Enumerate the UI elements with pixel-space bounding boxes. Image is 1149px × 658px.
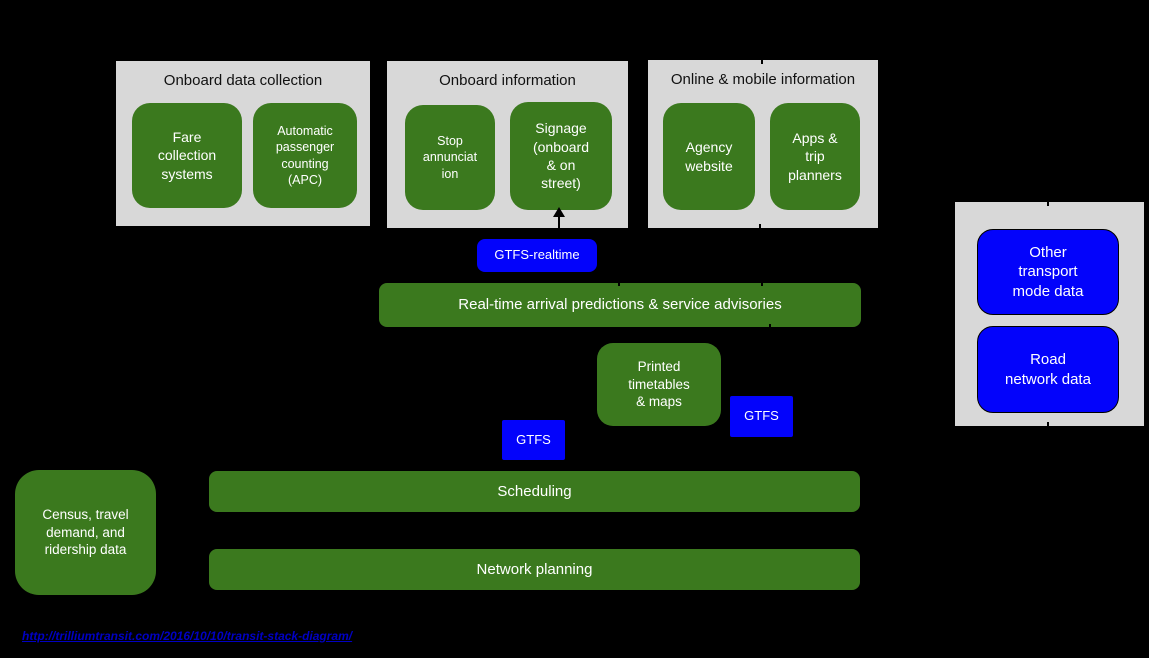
connector-stub <box>1047 202 1049 206</box>
node-automatic-passenger-counting: Automatic passenger counting (APC) <box>253 103 357 208</box>
node-road-network-data: Road network data <box>977 326 1119 413</box>
connector-stub <box>618 283 620 286</box>
connector-stub <box>761 60 763 64</box>
bar-network-planning: Network planning <box>209 549 860 590</box>
node-gtfs-right: GTFS <box>730 396 793 437</box>
arrow-line-gtfs-realtime-to-signage <box>558 215 560 229</box>
bar-realtime-arrival-predictions: Real-time arrival predictions & service … <box>379 283 861 327</box>
node-gtfs-left: GTFS <box>502 420 565 460</box>
panel-title-onboard-information: Onboard information <box>439 72 576 89</box>
connector-stub <box>156 531 160 533</box>
node-printed-timetables-maps: Printed timetables & maps <box>597 343 721 426</box>
panel-title-online-mobile-information: Online & mobile information <box>670 71 856 88</box>
node-fare-collection-systems: Fare collection systems <box>132 103 242 208</box>
node-gtfs-realtime: GTFS-realtime <box>477 239 597 272</box>
source-link[interactable]: http://trilliumtransit.com/2016/10/10/tr… <box>22 629 353 643</box>
node-apps-trip-planners: Apps & trip planners <box>770 103 860 210</box>
node-agency-website: Agency website <box>663 103 755 210</box>
connector-stub <box>761 283 763 286</box>
panel-title-onboard-data-collection: Onboard data collection <box>163 72 323 89</box>
connector-stub <box>1047 422 1049 426</box>
node-census-travel-demand: Census, travel demand, and ridership dat… <box>15 470 156 595</box>
node-stop-annunciation: Stop annunciat ion <box>405 105 495 210</box>
connector-stub <box>759 224 761 228</box>
arrow-head-gtfs-realtime-to-signage <box>553 207 565 217</box>
bar-scheduling: Scheduling <box>209 471 860 512</box>
node-other-transport-mode-data: Other transport mode data <box>977 229 1119 315</box>
node-signage: Signage (onboard & on street) <box>510 102 612 210</box>
connector-stub <box>769 324 771 327</box>
